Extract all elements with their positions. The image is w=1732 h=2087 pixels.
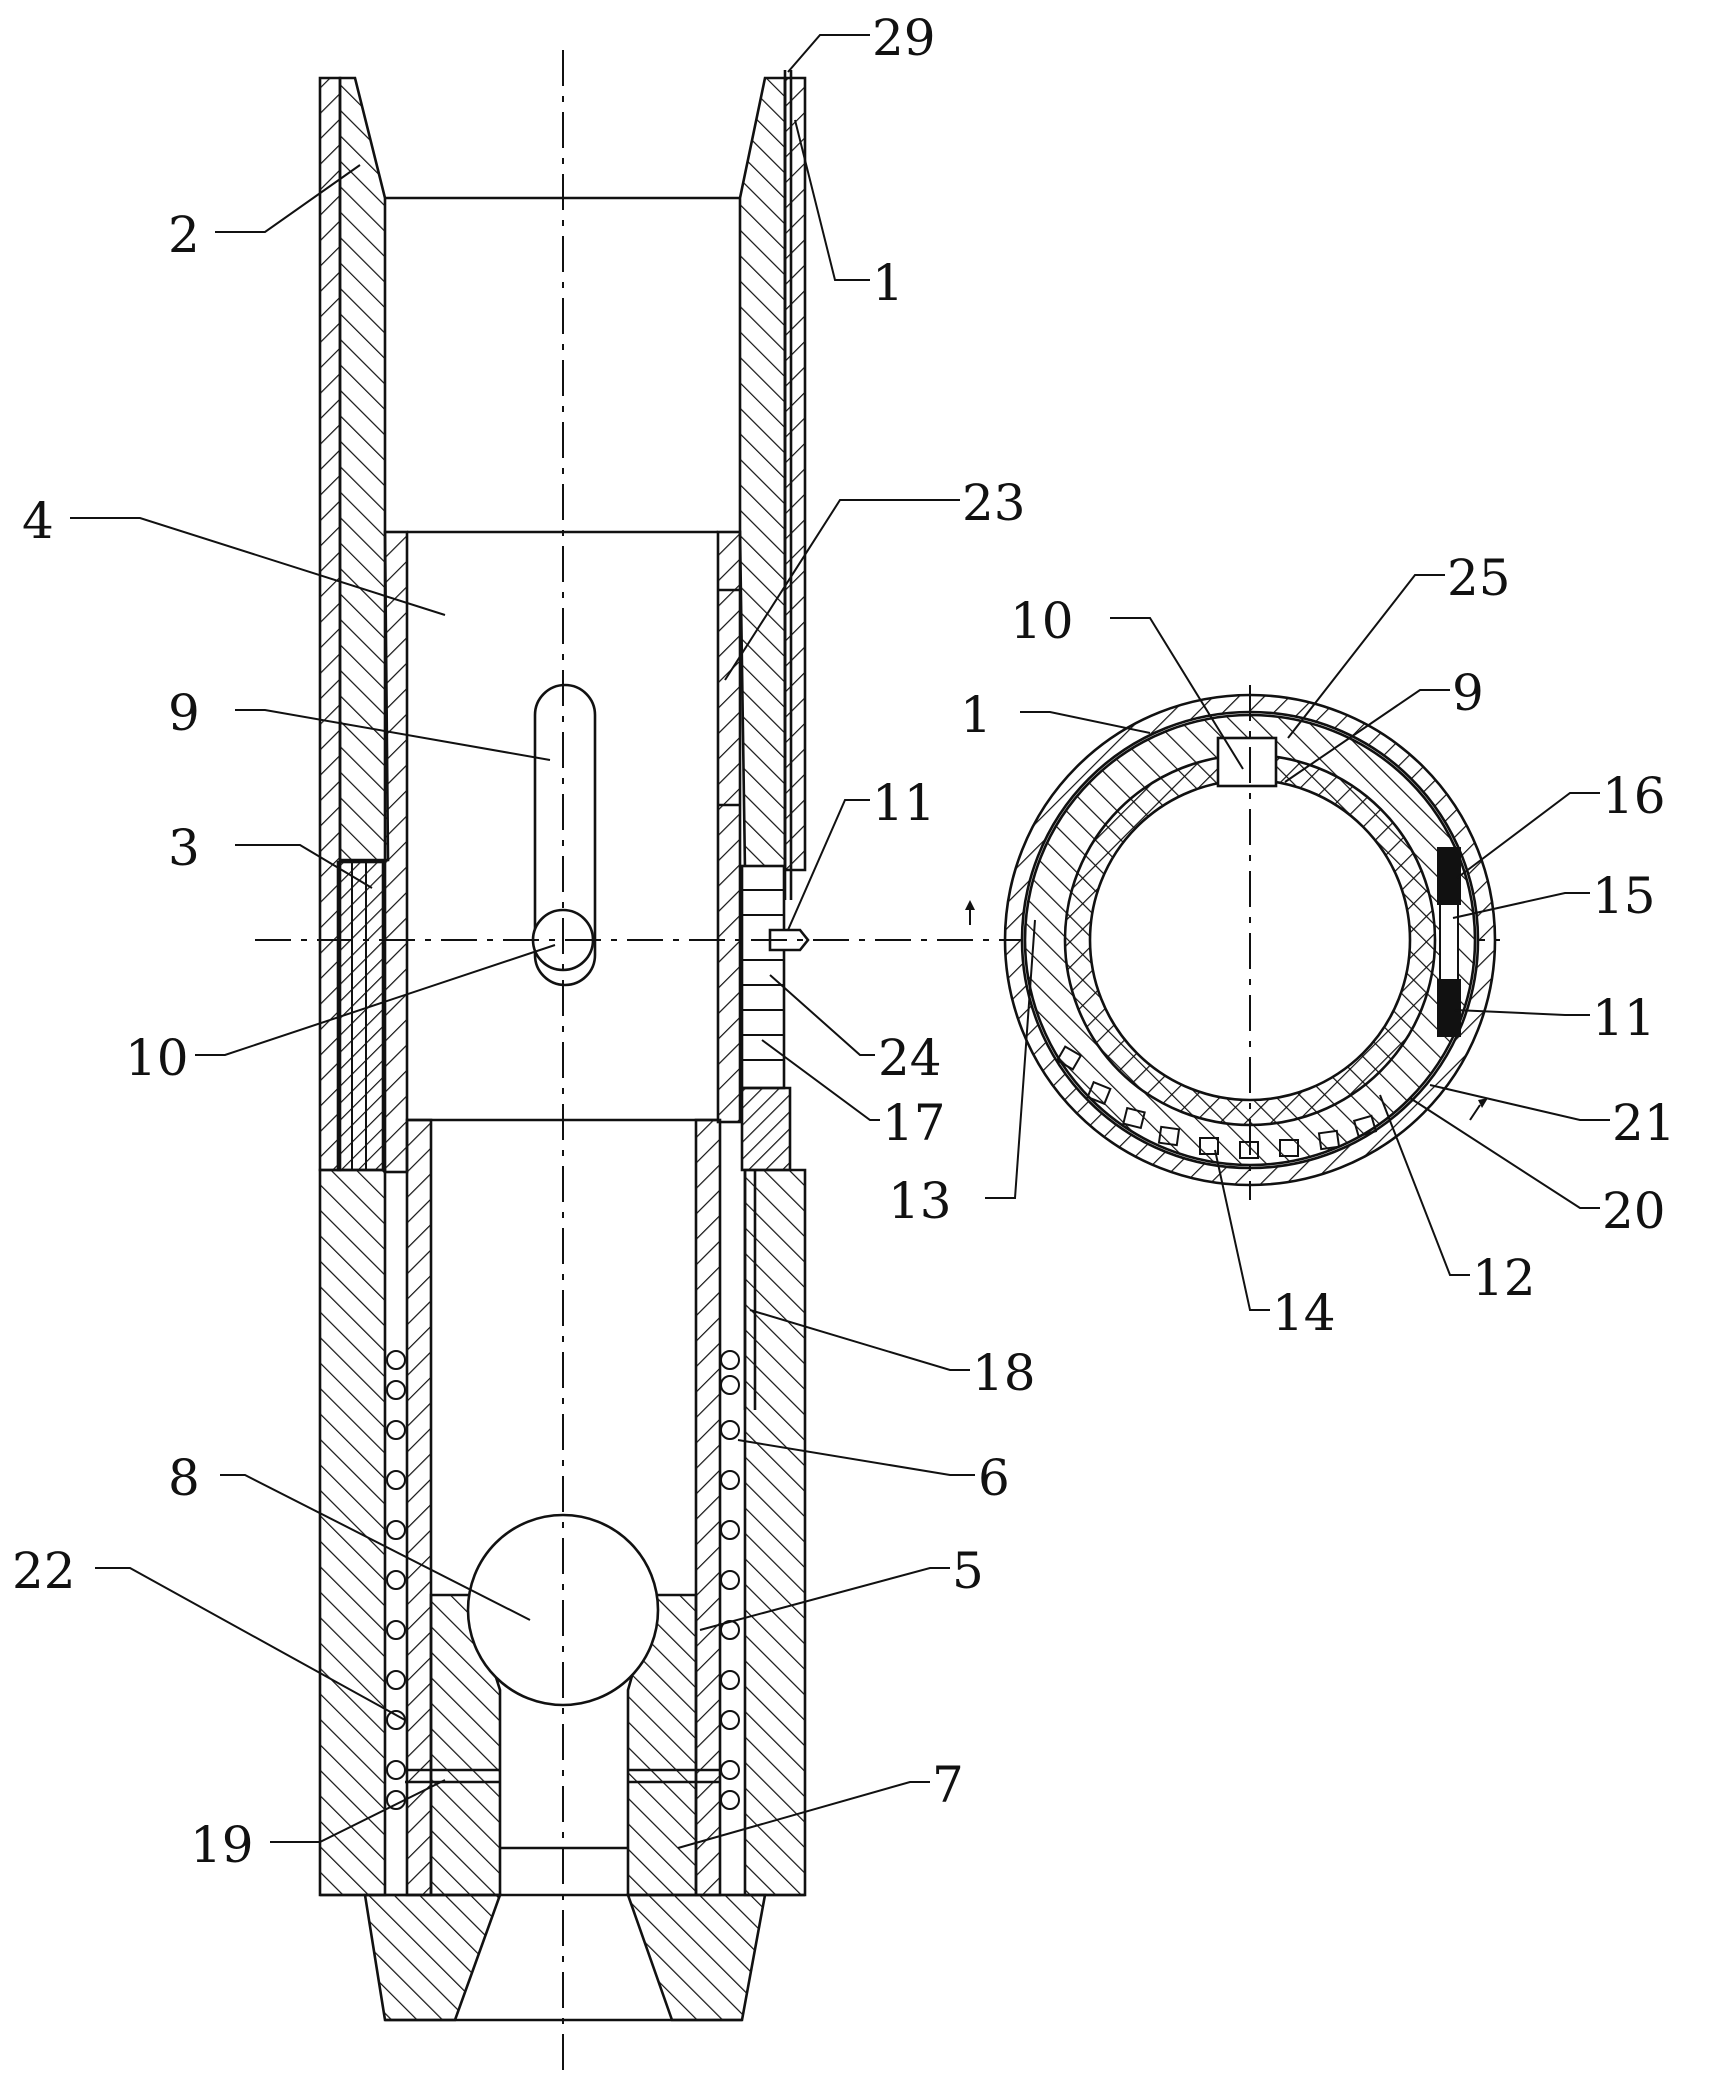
lower-seal-right <box>740 1086 792 1172</box>
label-22: 22 <box>12 1542 76 1600</box>
mandrel-left-wall <box>405 1118 433 1897</box>
label-1-top: 1 <box>872 254 904 312</box>
cross-latch-lower <box>1437 979 1461 1037</box>
label-29: 29 <box>872 9 936 67</box>
upper-sleeve-right <box>738 76 787 872</box>
cross-teeth <box>1055 1045 1378 1159</box>
seal-ring-left <box>336 860 385 1172</box>
outer-housing-right-wall <box>783 76 807 872</box>
mandrel-right-wall <box>694 1118 722 1897</box>
label-4: 4 <box>22 492 54 550</box>
label-10-right: 10 <box>1010 592 1074 650</box>
piston-right-wall <box>716 530 742 1124</box>
label-23: 23 <box>962 474 1026 532</box>
spring-right <box>720 1350 740 1810</box>
upper-sleeve-left <box>338 76 390 862</box>
label-13: 13 <box>888 1172 952 1230</box>
label-2: 2 <box>168 206 200 264</box>
ball-seat-left <box>429 1593 502 1897</box>
label-16: 16 <box>1602 767 1666 825</box>
ratchet-block <box>740 864 786 1090</box>
cross-latch-upper <box>1437 847 1461 905</box>
label-9-right: 9 <box>1452 664 1484 722</box>
spring-left <box>386 1350 406 1810</box>
label-25: 25 <box>1447 549 1511 607</box>
label-12: 12 <box>1472 1249 1536 1307</box>
bottom-cone-left <box>363 1893 502 2022</box>
label-20: 20 <box>1602 1182 1666 1240</box>
piston-left-wall <box>383 530 409 1174</box>
latch-pin <box>768 928 810 952</box>
label-3: 3 <box>168 819 200 877</box>
label-11-right: 11 <box>1592 989 1656 1047</box>
lower-housing-left <box>318 1168 387 1897</box>
bottom-cone-right <box>626 1893 767 2022</box>
label-24: 24 <box>878 1029 942 1087</box>
label-10-left: 10 <box>125 1029 189 1087</box>
label-19: 19 <box>190 1816 254 1874</box>
cross-section <box>965 685 1497 1200</box>
label-17: 17 <box>882 1094 946 1152</box>
label-6: 6 <box>978 1449 1010 1507</box>
label-11-left: 11 <box>872 774 936 832</box>
label-14: 14 <box>1272 1284 1336 1342</box>
callout-labels: 29 1 2 4 23 9 3 10 11 24 17 18 6 8 22 5 … <box>12 9 1676 1874</box>
label-15: 15 <box>1592 867 1656 925</box>
label-9-left: 9 <box>168 684 200 742</box>
label-7: 7 <box>932 1756 964 1814</box>
leader-lines <box>70 34 1610 1849</box>
label-1-right: 1 <box>960 686 992 744</box>
label-18: 18 <box>972 1344 1036 1402</box>
label-21: 21 <box>1612 1094 1676 1152</box>
label-8: 8 <box>168 1449 200 1507</box>
label-5: 5 <box>952 1542 984 1600</box>
